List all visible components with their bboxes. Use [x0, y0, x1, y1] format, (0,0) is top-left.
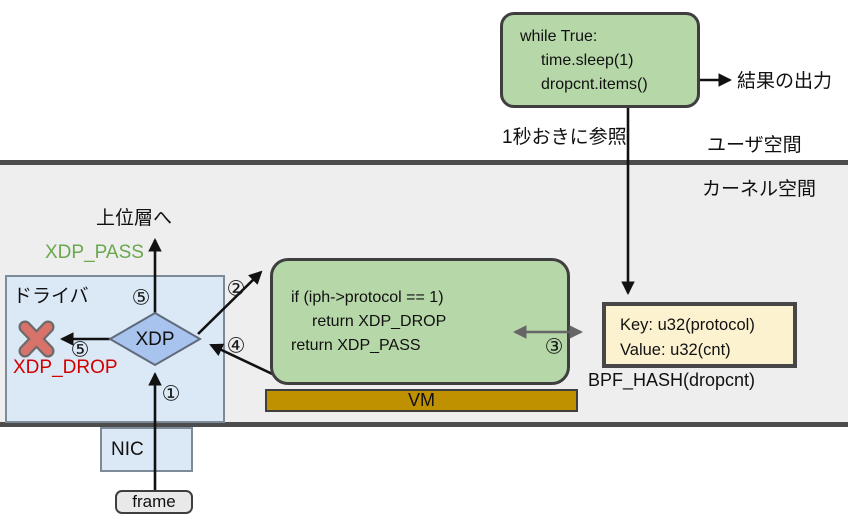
drop-cross-icon: [18, 320, 55, 358]
map-key-line: Key: u32(protocol): [620, 316, 755, 334]
xdp-diamond: [108, 311, 202, 367]
bpf-hash-label: BPF_HASH(dropcnt): [588, 370, 756, 390]
bpf-program-box: if (iph->protocol == 1) return XDP_DROP …: [270, 258, 570, 385]
nic-label: NIC: [111, 438, 144, 460]
vm-bar: VM: [265, 389, 578, 412]
user-code-line: time.sleep(1): [541, 52, 634, 69]
frame-label: frame: [132, 492, 176, 511]
xdp-drop-label: XDP_DROP: [13, 357, 118, 378]
xdp-pass-label: XDP_PASS: [45, 242, 144, 263]
bpf-map-box: Key: u32(protocol) Value: u32(cnt): [602, 302, 797, 368]
driver-label: ドライバ: [13, 286, 89, 307]
result-output-label: 結果の出力: [737, 71, 833, 92]
poll-interval-label: 1秒おきに参照: [502, 127, 627, 148]
bpf-code-line: return XDP_PASS: [291, 337, 421, 354]
frame-box: frame: [115, 490, 193, 514]
user-code-line: while True:: [520, 28, 598, 45]
user-program-box: while True: time.sleep(1) dropcnt.items(…: [500, 12, 700, 108]
map-value-line: Value: u32(cnt): [620, 341, 731, 359]
arrow-to-bpf-program: [197, 270, 263, 335]
user-code-line: dropcnt.items(): [541, 76, 648, 93]
step-4-marker: ④: [226, 334, 246, 358]
xdp-diamond-label: XDP: [135, 329, 175, 350]
vm-label: VM: [408, 390, 435, 410]
user-space-label: ユーザ空間: [707, 135, 802, 156]
kernel-space-label: カーネル空間: [702, 179, 817, 200]
step-2-marker: ②: [226, 277, 246, 301]
step-3-marker: ③: [544, 335, 564, 359]
step-5-drop-marker: ⑤: [70, 338, 90, 362]
step-1-marker: ①: [161, 382, 181, 406]
bpf-code-line: if (iph->protocol == 1): [291, 289, 444, 306]
upper-layer-label: 上位層へ: [96, 208, 173, 229]
bpf-code-line: return XDP_DROP: [312, 313, 447, 330]
nic-box: NIC: [100, 427, 193, 472]
step-5-pass-marker: ⑤: [131, 286, 151, 310]
